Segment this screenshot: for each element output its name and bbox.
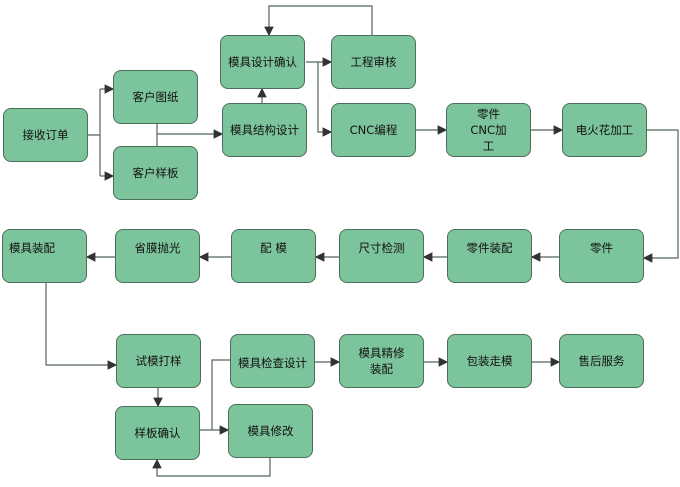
node-trial-sample: 试模打样 [116,334,201,388]
edge-order-split [88,89,101,176]
edge-moldassembly-trial [45,283,118,370]
node-receive-order: 接收订单 [3,108,88,162]
node-after-sales: 售后服务 [559,334,644,388]
node-mold-design-confirm: 模具设计确认 [220,35,305,89]
node-part-cnc: 零件CNC加工 [446,103,531,157]
node-customer-sample: 客户样板 [113,146,198,200]
edge-confirm-inspection [211,359,230,430]
edge-modify-confirm [152,458,271,477]
node-edm: 电火花加工 [562,103,647,157]
node-sample-confirm: 样板确认 [115,406,200,460]
node-mold-modify: 模具修改 [228,404,313,458]
node-mold-finishing: 模具精修装配 [339,334,424,388]
node-cnc-programming: CNC编程 [331,103,416,157]
node-mold-structure-design: 模具结构设计 [222,103,307,157]
node-packing: 包装走模 [447,334,532,388]
node-mold-inspection-design: 模具检查设计 [230,334,315,388]
node-customer-drawing: 客户图纸 [113,70,198,124]
node-mold-assembly: 模具装配 [2,229,87,283]
node-engineering-review: 工程审核 [331,35,416,89]
node-mold-fitting: 配 模 [231,229,316,283]
node-parts: 零件 [559,229,644,283]
edge-review-confirm [264,5,373,37]
node-part-assembly: 零件装配 [447,229,532,283]
edge-edm-parts [642,129,679,263]
node-polishing: 省膜抛光 [115,229,200,283]
node-dimension-check: 尺寸检测 [339,229,424,283]
edge-confirm-cnc [317,62,333,137]
